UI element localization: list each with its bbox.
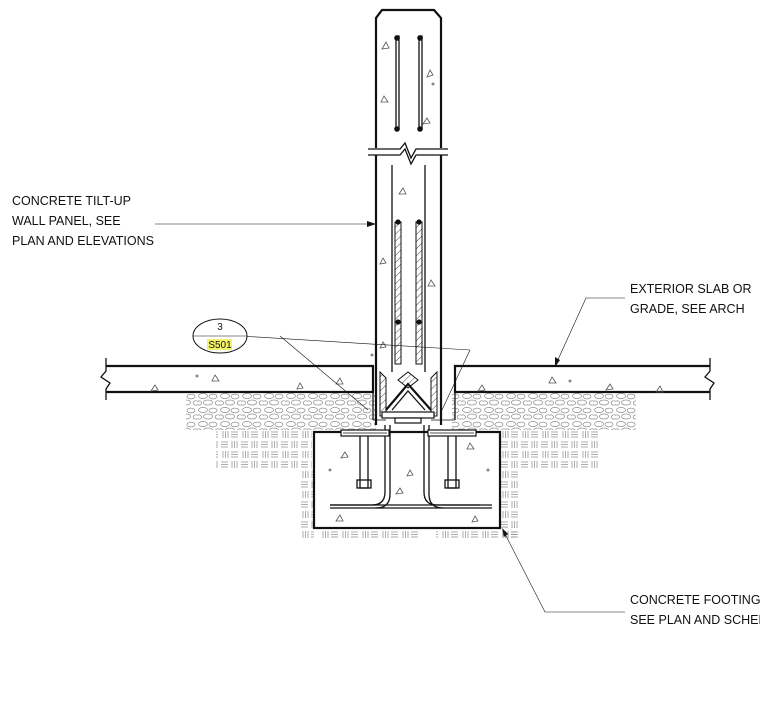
callout-line: PLAN AND ELEVATIONS (12, 234, 154, 248)
callout-line: WALL PANEL, SEE (12, 214, 121, 228)
callout-line: SEE PLAN AND SCHED (630, 613, 760, 627)
panel-base-connection (372, 366, 456, 424)
detail-sheet: S501 (208, 340, 232, 351)
callout-wall-panel: CONCRETE TILT-UP WALL PANEL, SEE PLAN AN… (12, 194, 154, 248)
callout-exterior-slab: EXTERIOR SLAB OR GRADE, SEE ARCH (630, 282, 752, 316)
callout-line: GRADE, SEE ARCH (630, 302, 745, 316)
callout-footing: CONCRETE FOOTING, SEE PLAN AND SCHED (630, 593, 760, 627)
exterior-slab-leader (555, 297, 625, 367)
gravel-base-layer (186, 392, 636, 430)
callout-line: EXTERIOR SLAB OR (630, 282, 752, 296)
sheet-highlight (207, 339, 232, 350)
concrete-aggregate-marks (150, 41, 664, 523)
callout-line: CONCRETE TILT-UP (12, 194, 131, 208)
detail-reference-tag[interactable]: 3 S501 (192, 318, 248, 354)
detail-number: 3 (217, 322, 223, 333)
footing-leader (502, 528, 625, 613)
tilt-up-wall-panel (368, 8, 448, 425)
concrete-footing (312, 425, 502, 530)
detail-tag-leaders (239, 335, 471, 411)
wall-panel-leader (155, 221, 376, 227)
compacted-soil (216, 430, 598, 541)
callout-line: CONCRETE FOOTING, (630, 593, 760, 607)
